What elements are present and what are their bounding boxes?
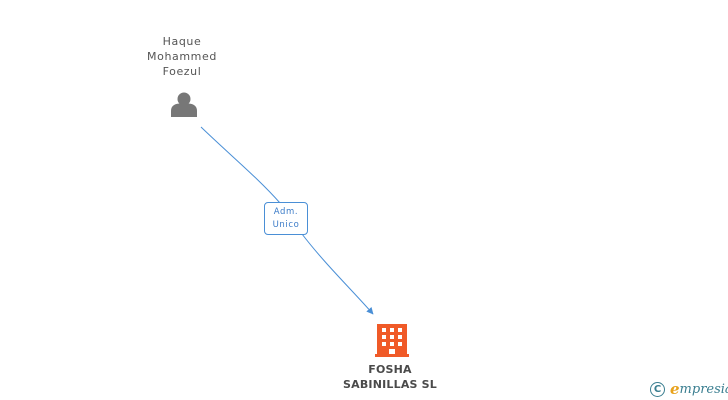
relationship-role-line: Adm. (273, 207, 299, 217)
building-icon[interactable] (375, 324, 409, 357)
person-name-line: Mohammed (147, 50, 217, 63)
logo-text: mpresia (679, 381, 728, 397)
relationship-role-line: Unico (272, 220, 300, 230)
person-name-line: Foezul (162, 65, 202, 78)
company-name-line: SABINILLAS SL (342, 378, 438, 391)
empresia-logo[interactable]: C e mpresia (650, 379, 728, 399)
logo-initial: e (670, 380, 680, 398)
relationship-label: Adm. Unico (264, 202, 308, 235)
relationship-edge (200, 126, 373, 314)
person-name-label[interactable]: Haque Mohammed Foezul (132, 34, 232, 79)
company-name-line: FOSHA (368, 363, 412, 376)
company-name-label[interactable]: FOSHA SABINILLAS SL (330, 362, 450, 392)
person-icon[interactable] (171, 92, 197, 118)
copyright-icon: C (650, 381, 665, 397)
person-name-line: Haque (162, 35, 202, 48)
